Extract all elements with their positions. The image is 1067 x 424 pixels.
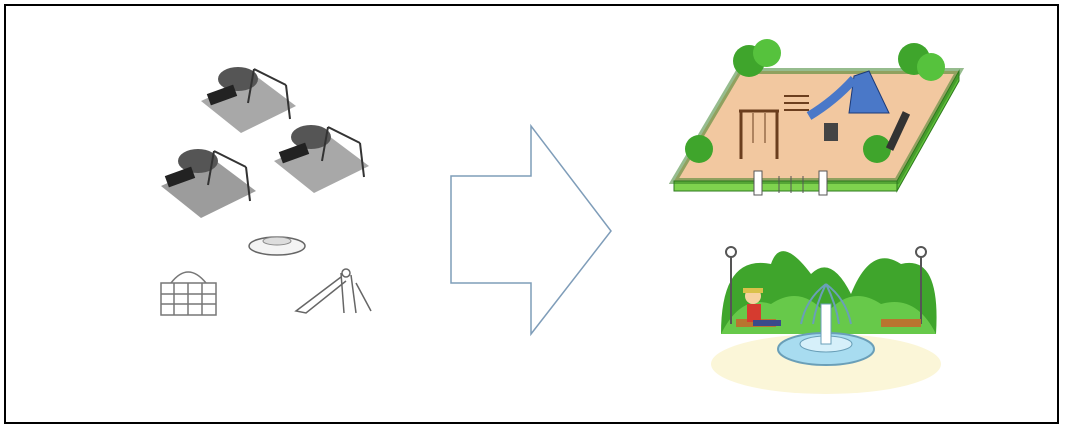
transform-arrow (446, 121, 616, 341)
drinking-fountain-icon (824, 123, 838, 141)
swing-tile-top (201, 67, 296, 133)
swing-tile-right (274, 125, 369, 193)
scattered-equipment-panel (146, 51, 396, 331)
slide-icon (296, 269, 371, 313)
diagram-frame (4, 4, 1059, 424)
jungle-gym-icon (161, 272, 216, 315)
fountain-park (701, 224, 951, 394)
right-bench-icon (881, 319, 921, 327)
organized-playground-park (669, 31, 969, 196)
swing-tile-left (161, 149, 256, 218)
sandbox-icon (249, 237, 305, 255)
